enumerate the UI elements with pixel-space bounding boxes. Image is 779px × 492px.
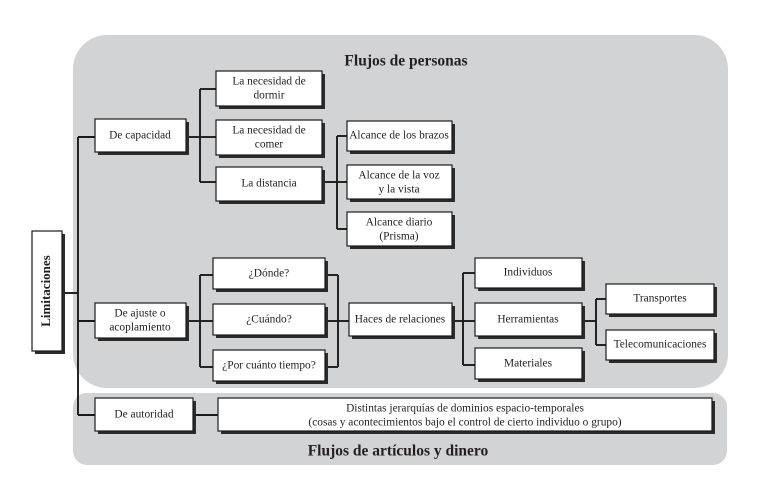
node-alcance-de-los-brazos[interactable]: Alcance de los brazos bbox=[346, 120, 455, 154]
node-telecomunicaciones-label: Telecomunicaciones bbox=[614, 339, 707, 351]
node-distintas-jerarquias-box bbox=[217, 397, 713, 432]
node-limitaciones[interactable]: Limitaciones bbox=[31, 230, 65, 354]
node-la-necesidad-de-comer-box bbox=[215, 119, 323, 156]
node-alcance-diario-prisma-label-line1: Alcance diario bbox=[366, 217, 433, 229]
node-alcance-de-los-brazos-box bbox=[346, 120, 453, 152]
node-materiales-box bbox=[474, 347, 583, 380]
node-alcance-de-la-voz-y-la-vista-label-line2: y la vista bbox=[378, 184, 419, 196]
node-de-autoridad-box bbox=[94, 397, 194, 432]
node-materiales-label: Materiales bbox=[504, 358, 553, 370]
panel-title-personas: Flujos de personas bbox=[344, 53, 467, 70]
node-la-necesidad-de-dormir-label-line1: La necesidad de bbox=[232, 76, 305, 88]
node-haces-de-relaciones-label: Haces de relaciones bbox=[355, 314, 446, 326]
node-de-capacidad-box bbox=[94, 118, 187, 153]
node-herramientas-label: Herramientas bbox=[497, 314, 559, 326]
node-materiales[interactable]: Materiales bbox=[474, 347, 585, 382]
node-transportes[interactable]: Transportes bbox=[605, 283, 717, 317]
connector-group-distancia bbox=[323, 135, 347, 230]
node-distintas-jerarquias[interactable]: Distintas jerarquías de dominios espacio… bbox=[217, 397, 715, 434]
node-transportes-box bbox=[605, 283, 715, 315]
node-la-necesidad-de-comer-label-line2: comer bbox=[255, 139, 284, 151]
node-por-cuanto-tiempo-label: ¿Por cuánto tiempo? bbox=[222, 360, 316, 372]
node-individuos-label: Individuos bbox=[504, 267, 553, 279]
node-de-ajuste-o-acoplamiento-label-line2: acoplamiento bbox=[109, 322, 171, 334]
node-individuos[interactable]: Individuos bbox=[474, 257, 585, 291]
node-donde-label: ¿Dónde? bbox=[249, 268, 289, 280]
node-cuando-label: ¿Cuándo? bbox=[246, 314, 292, 326]
node-la-necesidad-de-comer-label-line1: La necesidad de bbox=[232, 125, 305, 137]
node-donde[interactable]: ¿Dónde? bbox=[212, 257, 328, 292]
node-telecomunicaciones[interactable]: Telecomunicaciones bbox=[605, 329, 717, 363]
node-alcance-diario-prisma-box bbox=[346, 211, 453, 247]
node-de-autoridad[interactable]: De autoridad bbox=[94, 397, 196, 434]
node-la-distancia-label: La distancia bbox=[241, 178, 296, 190]
node-alcance-de-la-voz-y-la-vista-box bbox=[346, 164, 453, 200]
node-alcance-diario-prisma[interactable]: Alcance diario (Prisma) bbox=[346, 211, 455, 249]
node-la-distancia-box bbox=[215, 166, 323, 202]
node-la-necesidad-de-dormir[interactable]: La necesidad de dormir bbox=[215, 70, 325, 109]
node-la-necesidad-de-dormir-box bbox=[215, 70, 323, 107]
node-alcance-de-la-voz-y-la-vista-label-line1: Alcance de la voz bbox=[358, 170, 439, 182]
node-de-capacidad-label: De capacidad bbox=[109, 130, 171, 142]
node-donde-box bbox=[212, 257, 326, 290]
node-limitaciones-label: Limitaciones bbox=[38, 255, 53, 327]
node-de-capacidad[interactable]: De capacidad bbox=[94, 118, 189, 155]
node-por-cuanto-tiempo[interactable]: ¿Por cuánto tiempo? bbox=[212, 349, 328, 384]
node-herramientas-box bbox=[474, 302, 583, 337]
node-de-ajuste-o-acoplamiento[interactable]: De ajuste o acoplamiento bbox=[94, 302, 189, 341]
connector-group-ajuste bbox=[186, 274, 213, 368]
connector-group-to-haces bbox=[328, 274, 349, 368]
connector-group-herramientas bbox=[585, 298, 606, 346]
connector-group-root bbox=[63, 136, 95, 416]
node-distintas-jerarquias-label-line2: (cosas y acontecimientos bajo el control… bbox=[308, 417, 621, 429]
node-individuos-box bbox=[474, 257, 583, 289]
panel-title-articulos: Flujos de artículos y dinero bbox=[308, 443, 489, 460]
node-cuando-box bbox=[212, 303, 326, 336]
node-haces-de-relaciones-box bbox=[348, 302, 453, 337]
node-alcance-diario-prisma-label-line2: (Prisma) bbox=[379, 231, 418, 243]
node-de-ajuste-o-acoplamiento-label-line1: De ajuste o bbox=[114, 308, 166, 320]
node-la-distancia[interactable]: La distancia bbox=[215, 166, 325, 204]
node-de-ajuste-o-acoplamiento-box bbox=[94, 302, 187, 339]
node-limitaciones-box bbox=[31, 230, 63, 352]
node-herramientas[interactable]: Herramientas bbox=[474, 302, 585, 339]
node-la-necesidad-de-comer[interactable]: La necesidad de comer bbox=[215, 119, 325, 158]
node-por-cuanto-tiempo-box bbox=[212, 349, 326, 382]
node-transportes-label: Transportes bbox=[633, 293, 687, 305]
node-de-autoridad-label: De autoridad bbox=[114, 409, 173, 421]
node-alcance-de-la-voz-y-la-vista[interactable]: Alcance de la voz y la vista bbox=[346, 164, 455, 202]
node-telecomunicaciones-box bbox=[605, 329, 715, 361]
node-alcance-de-los-brazos-label: Alcance de los brazos bbox=[349, 130, 449, 142]
node-distintas-jerarquias-label-line1: Distintas jerarquías de dominios espacio… bbox=[346, 403, 584, 415]
node-la-necesidad-de-dormir-label-line2: dormir bbox=[253, 90, 284, 102]
node-cuando[interactable]: ¿Cuándo? bbox=[212, 303, 328, 338]
node-haces-de-relaciones[interactable]: Haces de relaciones bbox=[348, 302, 455, 339]
